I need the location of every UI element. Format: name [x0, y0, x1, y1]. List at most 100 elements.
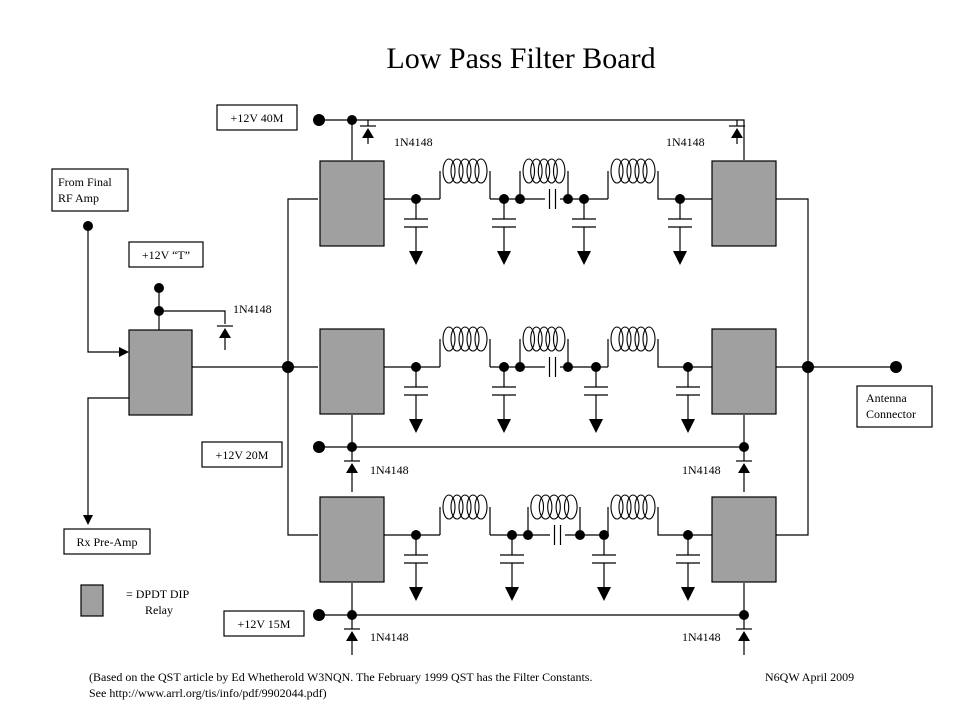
label-vT: +12V “T” [128, 241, 204, 268]
shunt-capacitor [492, 199, 516, 265]
shunt-capacitor [404, 199, 428, 265]
diode-label-40m-left: 1N4148 [394, 135, 433, 149]
shunt-capacitor [676, 535, 700, 601]
coil-loop [458, 494, 472, 520]
node-dot [499, 194, 509, 204]
coil-loop [466, 326, 480, 352]
v40-terminal [313, 114, 325, 126]
filter-relay-right-40m [711, 160, 777, 247]
coil-loop [634, 158, 648, 184]
ground-symbol [497, 419, 511, 433]
coil-loop [442, 158, 456, 184]
svg-text:+12V 20M: +12V 20M [216, 448, 269, 462]
coil-loop [522, 158, 536, 184]
junction-dots [83, 114, 902, 621]
shunt-capacitor [668, 199, 692, 265]
antenna-terminal [890, 361, 902, 373]
inductor-coil [610, 494, 656, 520]
inductor-coil [610, 158, 656, 184]
coil-loop [618, 326, 632, 352]
coil-loop [618, 158, 632, 184]
arrowhead [119, 347, 129, 357]
filter-relay-right-20m [711, 328, 777, 415]
v20-terminal [313, 441, 325, 453]
ground-symbol [505, 587, 519, 601]
diode-label-t: 1N4148 [233, 302, 272, 316]
svg-text:Rx Pre-Amp: Rx Pre-Amp [77, 535, 138, 549]
diode-body [362, 128, 374, 138]
coil-loop [538, 494, 553, 520]
coil-loop [537, 158, 551, 184]
diode-1n4148 [736, 628, 752, 647]
coil-loop [634, 326, 648, 352]
node-dot [515, 362, 525, 372]
svg-text:= DPDT DIP: = DPDT DIP [126, 587, 190, 601]
coil-loop [442, 494, 456, 520]
coil-loop [474, 158, 488, 184]
label-rx-preamp: Rx Pre-Amp [63, 528, 151, 555]
v15-junction-right [739, 610, 749, 620]
footnote-credit: N6QW April 2009 [765, 670, 854, 684]
inductor-coil [442, 494, 488, 520]
diode-label-15m-right: 1N4148 [682, 630, 721, 644]
diode-label-20m-right: 1N4148 [682, 463, 721, 477]
label-v15: +12V 15M [223, 610, 305, 637]
node-dot [675, 194, 685, 204]
diode-label-15m-left: 1N4148 [370, 630, 409, 644]
ground-symbol [589, 419, 603, 433]
coil-loop [530, 494, 545, 520]
diode-body [731, 128, 743, 138]
coil-loop [642, 326, 656, 352]
legend: = DPDT DIP Relay [80, 584, 190, 617]
series-capacitor [553, 525, 562, 545]
ground-symbol [673, 251, 687, 265]
coil-loop [474, 326, 488, 352]
node-dot [575, 530, 585, 540]
coil-loop [610, 326, 624, 352]
v15-junction-left [347, 610, 357, 620]
diode-1n4148 [344, 460, 360, 479]
ground-symbol [577, 251, 591, 265]
footnote-line2: See http://www.arrl.org/tis/info/pdf/990… [89, 686, 327, 700]
node-dot [499, 362, 509, 372]
v15-terminal [313, 609, 325, 621]
coil-loop [563, 494, 578, 520]
v20-junction-left [347, 442, 357, 452]
node-dot [507, 530, 517, 540]
node-dot [599, 530, 609, 540]
wires [83, 119, 896, 655]
diode-label-40m-right: 1N4148 [666, 135, 705, 149]
inductor-coil [522, 326, 566, 352]
svg-text:+12V 40M: +12V 40M [231, 111, 284, 125]
node-dot [579, 194, 589, 204]
arrowhead [83, 515, 93, 525]
ground-symbol [409, 587, 423, 601]
svg-text:From Final: From Final [58, 175, 112, 189]
coil-loop [450, 494, 464, 520]
diode-1n4148 [360, 125, 376, 144]
coil-loop [626, 158, 640, 184]
diode-body [738, 463, 750, 473]
footnote-line1: (Based on the QST article by Ed Whethero… [89, 670, 592, 684]
ground-symbol [497, 251, 511, 265]
node-dot [523, 530, 533, 540]
legend-relay-swatch [80, 584, 104, 617]
node-dot [411, 362, 421, 372]
diodes [217, 125, 752, 647]
coil-loop [450, 158, 464, 184]
ground-symbol [409, 251, 423, 265]
filter-components [404, 158, 700, 601]
coil-loop [442, 326, 456, 352]
wire-row [657, 339, 712, 368]
right-bus-junction [802, 361, 814, 373]
filter-relay-left-40m [319, 160, 385, 247]
coil-loop [537, 326, 551, 352]
coil-loop [474, 494, 488, 520]
label-v40: +12V 40M [216, 104, 298, 131]
node-dot [563, 362, 573, 372]
label-antenna: Antenna Connector [856, 385, 933, 428]
coil-loop [618, 494, 632, 520]
filter-relay-left-20m [319, 328, 385, 415]
relays [128, 160, 777, 583]
wire-row [657, 171, 712, 200]
